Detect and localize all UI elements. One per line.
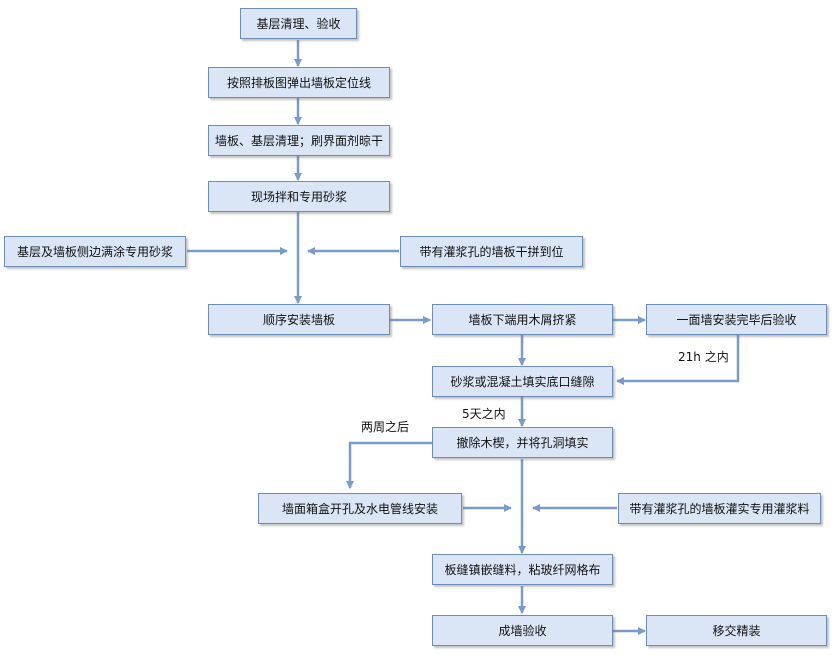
step-s9: 一面墙安装完毕后验收 xyxy=(646,304,827,335)
arrow-s9-s10 xyxy=(616,335,740,385)
step-s7: 顺序安装墙板 xyxy=(208,304,390,335)
step-s1: 基层清理、验收 xyxy=(240,8,357,39)
step-s2: 按照排板图弹出墙板定位线 xyxy=(208,67,390,98)
label-5days: 5天之内 xyxy=(462,407,506,421)
step-s4: 现场拌和专用砂浆 xyxy=(208,181,390,212)
step-s5: 基层及墙板侧边满涂专用砂浆 xyxy=(4,236,186,267)
step-s10: 砂浆或混凝土填实底口缝隙 xyxy=(432,366,613,397)
step-s12: 墙面箱盒开孔及水电管线安装 xyxy=(258,493,462,524)
step-s6: 带有灌浆孔的墙板干拼到位 xyxy=(400,236,583,267)
arrow-s11-s12 xyxy=(346,441,432,489)
step-s16: 移交精装 xyxy=(646,615,827,646)
step-s15: 成墙验收 xyxy=(432,615,613,646)
step-s11: 撤除木楔，并将孔洞填实 xyxy=(432,427,613,458)
step-s3: 墙板、基层清理；刷界面剂晾干 xyxy=(208,125,390,156)
step-s8: 墙板下端用木屑挤紧 xyxy=(432,304,613,335)
step-s13: 带有灌浆孔的墙板灌实专用灌浆料 xyxy=(618,493,821,524)
step-s14: 板缝镇嵌缝料，粘玻纤网格布 xyxy=(432,554,613,585)
label-21h: 21h 之内 xyxy=(678,350,729,364)
label-2weeks: 两周之后 xyxy=(361,420,410,434)
